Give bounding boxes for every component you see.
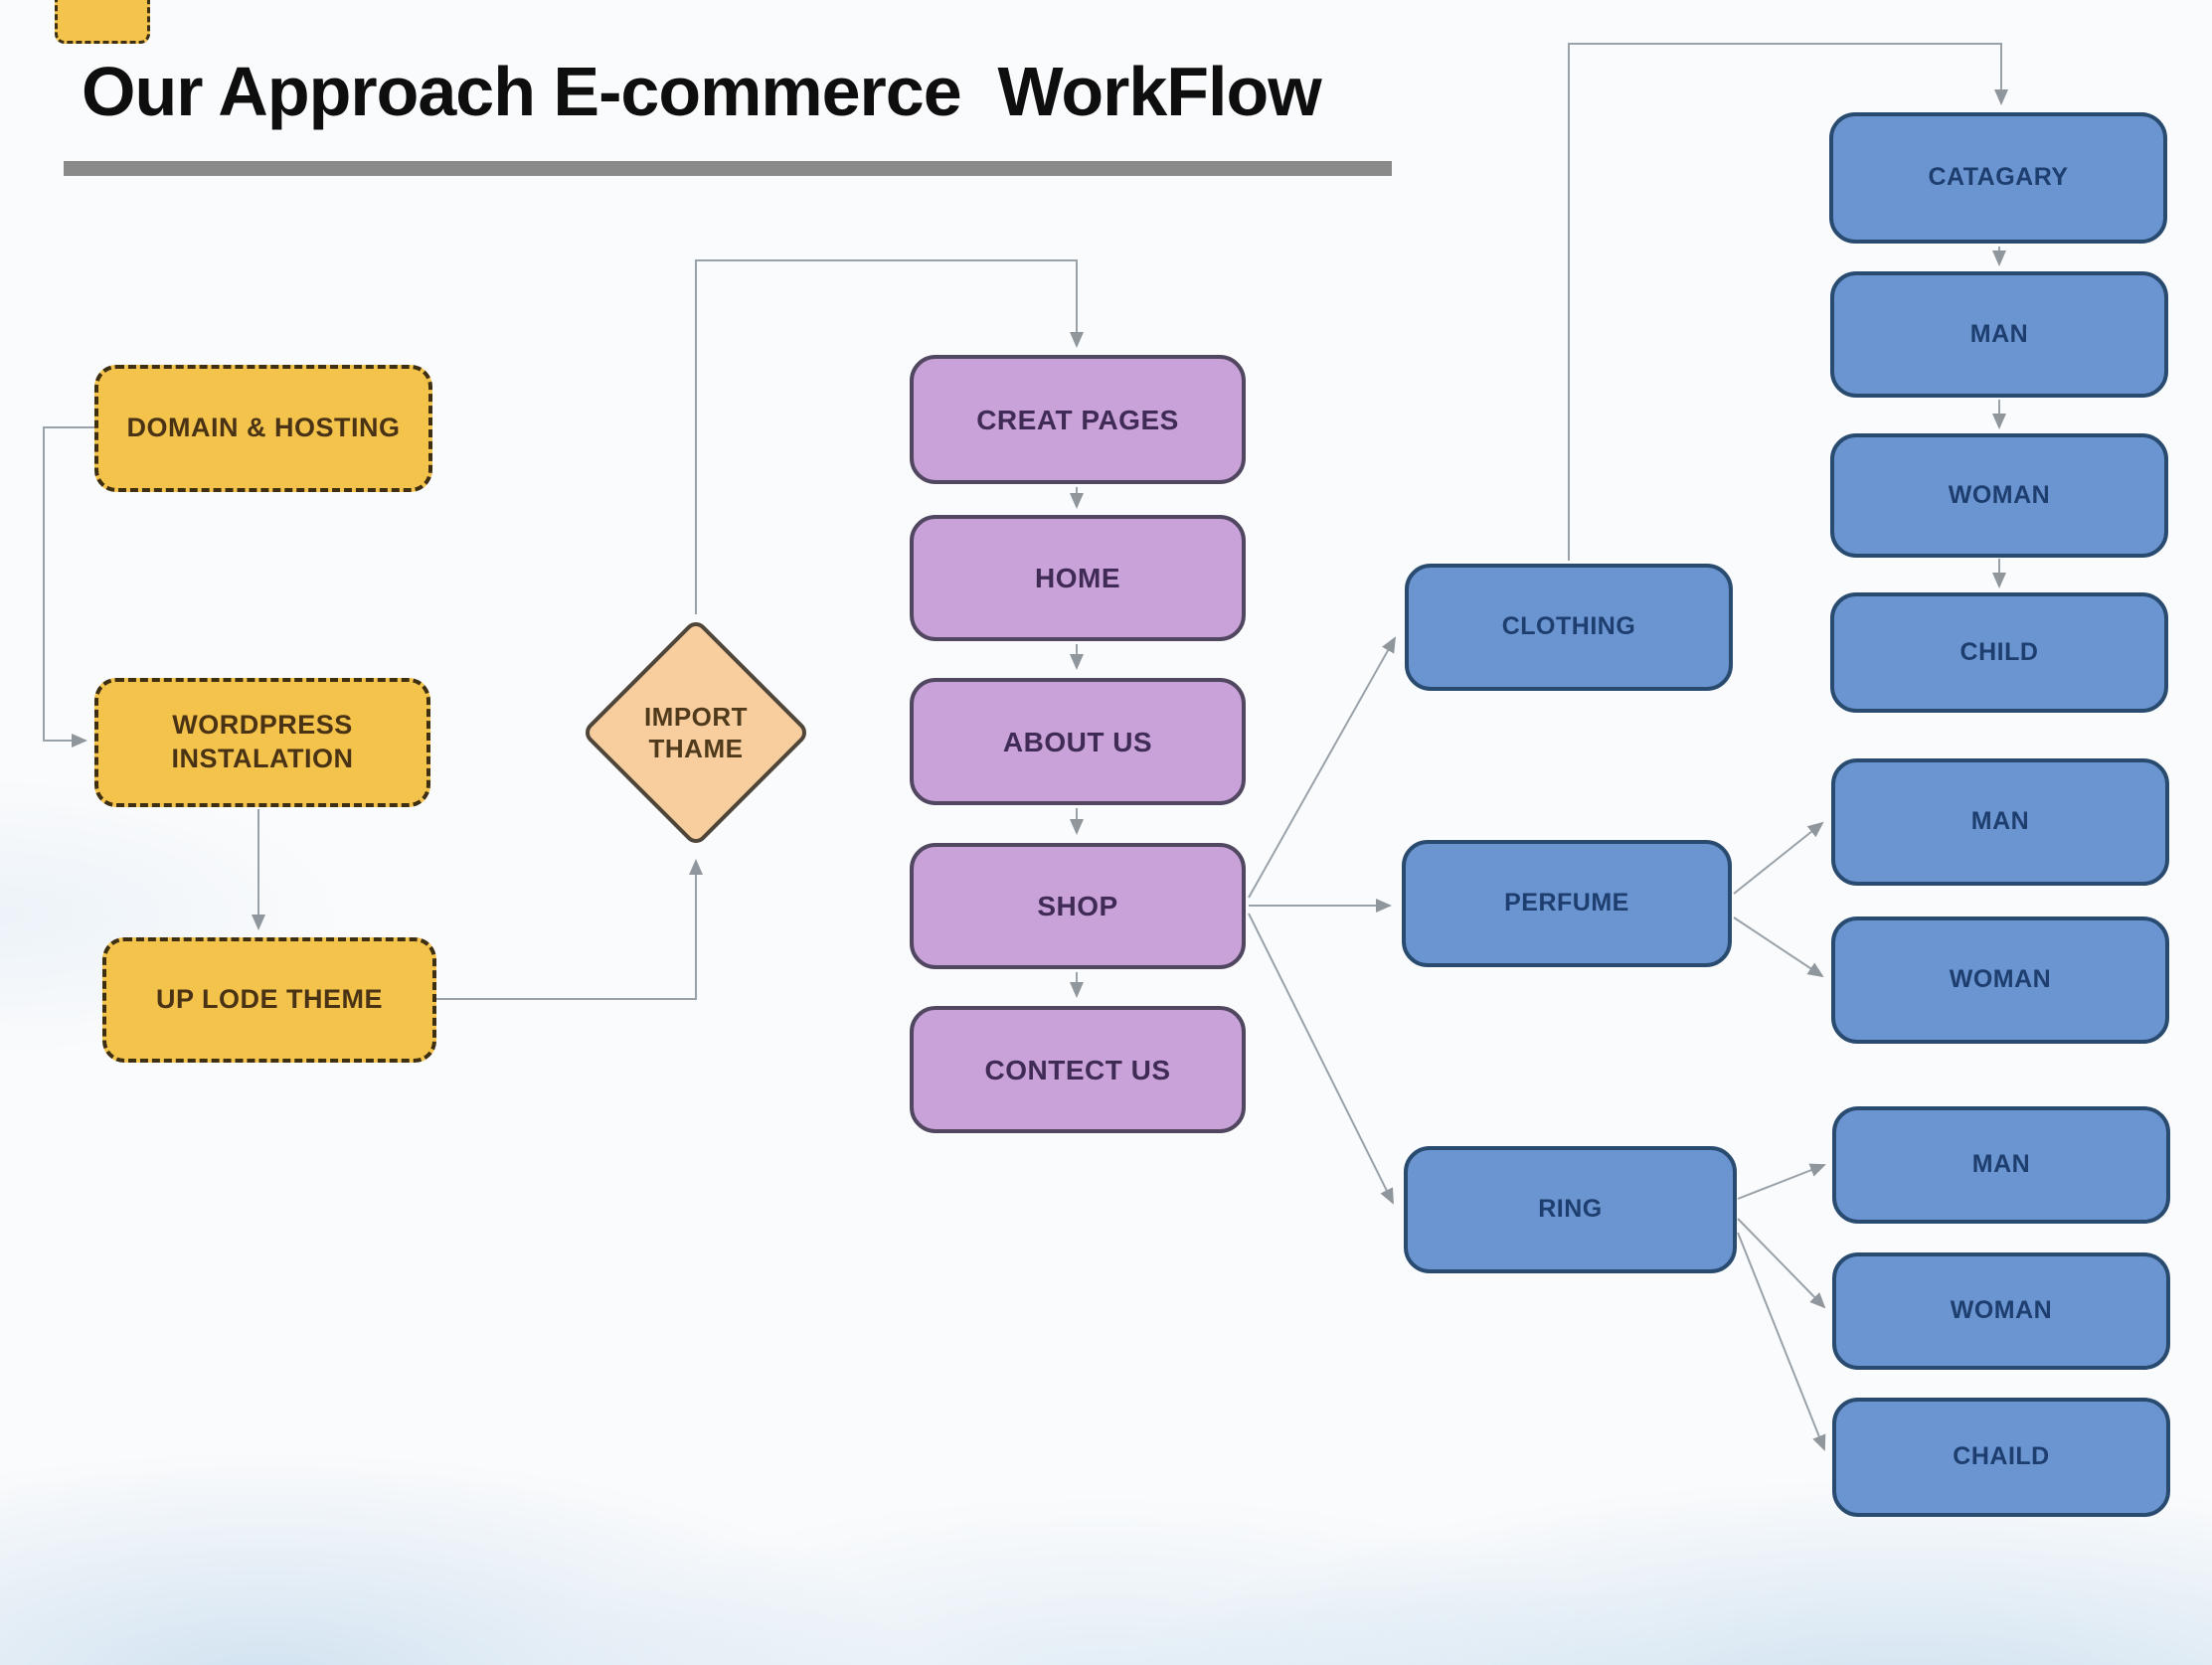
node-creat-pages-label: CREAT PAGES	[976, 404, 1179, 435]
node-home-label: HOME	[1035, 563, 1120, 593]
node-clothing: CLOTHING	[1405, 564, 1733, 691]
node-uplode-theme: UP LODE THEME	[102, 937, 436, 1063]
node-ring-chaild: CHAILD	[1832, 1398, 2170, 1517]
node-ring-woman: WOMAN	[1832, 1252, 2170, 1370]
node-clothing-man: MAN	[1830, 271, 2168, 398]
node-shop-label: SHOP	[1037, 891, 1118, 921]
node-about-us: ABOUT US	[910, 678, 1246, 805]
node-about-us-label: ABOUT US	[1002, 726, 1153, 757]
node-clothing-woman-label: WOMAN	[1948, 480, 2051, 509]
node-ring: RING	[1404, 1146, 1737, 1273]
node-clothing-label: CLOTHING	[1501, 612, 1636, 641]
wire-domain-to-wordpress	[43, 426, 94, 748]
wire-perfume-to-man	[1733, 821, 1824, 895]
wire-uplode-to-importthame	[436, 859, 703, 1000]
node-shop: SHOP	[910, 843, 1246, 969]
wire-ring-to-woman	[1737, 1218, 1826, 1309]
node-perfume-label: PERFUME	[1504, 889, 1629, 917]
node-ring-man-label: MAN	[1971, 1150, 2031, 1179]
node-contect-us: CONTECT US	[910, 1006, 1246, 1133]
node-import-thame-label: IMPORT THAME	[643, 701, 749, 764]
wire-clothing-to-catagary	[1568, 43, 2008, 561]
node-ring-woman-label: WOMAN	[1950, 1296, 2053, 1325]
wire-shop-to-clothing	[1248, 636, 1396, 899]
node-ring-label: RING	[1538, 1195, 1603, 1224]
node-ring-chaild-label: CHAILD	[1953, 1442, 2050, 1471]
corner-yellow-box	[55, 0, 150, 44]
node-catagary-label: CATAGARY	[1928, 163, 2069, 192]
node-home: HOME	[910, 515, 1246, 641]
node-perfume-man: MAN	[1831, 758, 2169, 886]
title-underline	[64, 161, 1392, 176]
node-uplode-theme-label: UP LODE THEME	[155, 984, 384, 1015]
node-catagary: CATAGARY	[1829, 112, 2167, 244]
node-clothing-man-label: MAN	[1969, 319, 2029, 348]
node-clothing-woman: WOMAN	[1830, 433, 2168, 558]
node-wordpress-instalation: WORDPRESS INSTALATION	[94, 678, 430, 807]
node-domain-hosting: DOMAIN & HOSTING	[94, 365, 432, 492]
node-wordpress-instalation-label: WORDPRESS INSTALATION	[171, 710, 354, 773]
node-creat-pages: CREAT PAGES	[910, 355, 1246, 484]
node-ring-man: MAN	[1832, 1106, 2170, 1224]
wire-ring-to-man	[1737, 1163, 1826, 1200]
wire-shop-to-ring	[1248, 913, 1394, 1205]
node-clothing-child-label: CHILD	[1959, 637, 2039, 666]
node-clothing-child: CHILD	[1830, 592, 2168, 713]
wire-perfume-to-woman	[1733, 916, 1824, 978]
wire-importthame-to-creatpages	[695, 259, 1084, 614]
node-contect-us-label: CONTECT US	[984, 1054, 1171, 1085]
page-title: Our Approach E-commerce WorkFlow	[82, 53, 1322, 130]
node-perfume-woman: WOMAN	[1831, 916, 2169, 1044]
wire-ring-to-chaild	[1737, 1232, 1826, 1451]
node-perfume: PERFUME	[1402, 840, 1732, 967]
node-perfume-woman-label: WOMAN	[1949, 965, 2052, 994]
node-domain-hosting-label: DOMAIN & HOSTING	[126, 413, 401, 443]
node-perfume-man-label: MAN	[1970, 807, 2030, 836]
